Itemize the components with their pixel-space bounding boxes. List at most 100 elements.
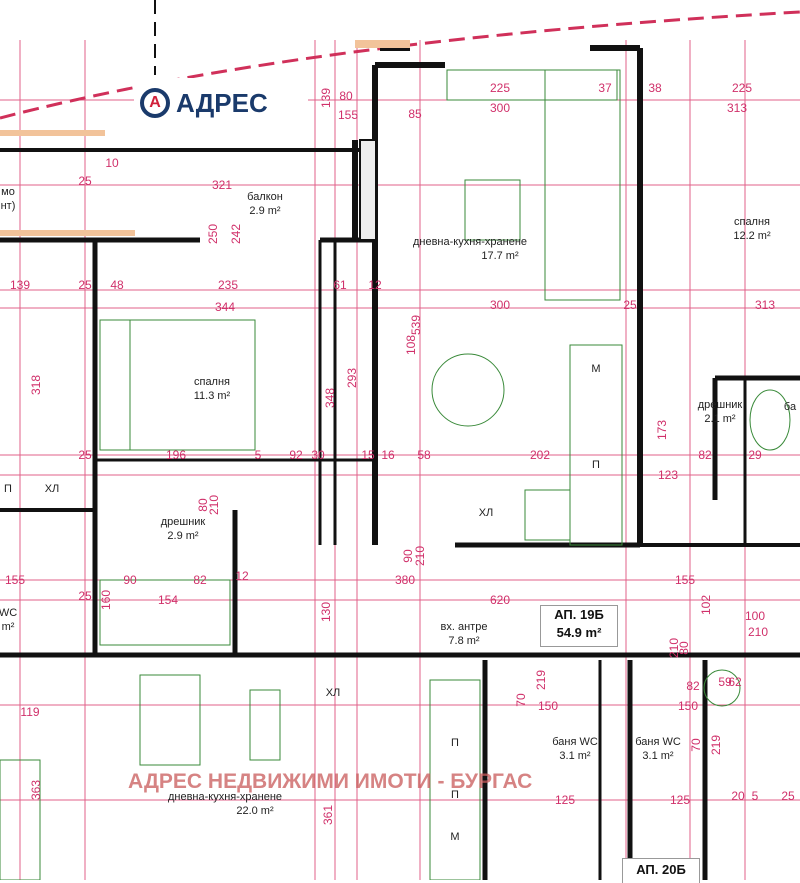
company-logo: A АДРЕС (134, 78, 308, 128)
dimension-label: 92 (289, 448, 303, 462)
dimension-label: 219 (709, 735, 723, 755)
dimension-label: 37 (598, 81, 612, 95)
furniture (446, 69, 618, 101)
fixture-label: П (4, 483, 12, 495)
dimension-label: 539 (409, 315, 423, 335)
dimension-label: 20 (731, 789, 745, 803)
dimension-label: 80 (677, 641, 691, 655)
dimension-label: 225 (490, 81, 510, 95)
dimension-label: 202 (530, 448, 550, 462)
dimension-label: 62 (728, 675, 742, 689)
dimension-label: 12 (368, 278, 382, 292)
dimension-label: 25 (78, 589, 92, 603)
dimension-label: 30 (311, 448, 325, 462)
dimension-label: 108 (404, 335, 418, 355)
dimension-label: 125 (555, 793, 575, 807)
room-area: 2.1 m² (704, 413, 736, 425)
furniture (544, 69, 621, 301)
dimension-label: 80 (196, 498, 210, 512)
dimension-label: 25 (78, 278, 92, 292)
dimension-label: 85 (408, 107, 422, 121)
furniture (99, 319, 256, 451)
dimension-label: 123 (658, 468, 678, 482)
dimension-label: 225 (732, 81, 752, 95)
dimension-label: 210 (748, 625, 768, 639)
apartment-label-20b: АП. 20Б (622, 858, 700, 883)
room-area: 22.0 m² (236, 805, 274, 817)
room-name: WC (0, 607, 17, 619)
dimension-label: 25 (623, 298, 637, 312)
fixture-label: ХЛ (326, 687, 341, 699)
dimension-label: 210 (207, 495, 221, 515)
dimension-label: 300 (490, 101, 510, 115)
dimension-label: 100 (745, 609, 765, 623)
dimension-label: 154 (158, 593, 178, 607)
dimension-label: 125 (670, 793, 690, 807)
fixture-label: М (591, 363, 600, 375)
room-name: спалня (194, 376, 230, 388)
fixture-label: П (451, 737, 459, 749)
fixture-label: П (451, 789, 459, 801)
apartment-label-19b: АП. 19Б 54.9 m² (540, 605, 618, 647)
dimension-label: 219 (534, 670, 548, 690)
dimension-label: 82 (193, 573, 207, 587)
room-area: нт) (1, 200, 16, 212)
room-area: 17.7 m² (481, 250, 519, 262)
room-name: дрешник (161, 516, 206, 528)
dimension-label: 15 (361, 448, 375, 462)
fixture-label: ХЛ (479, 507, 494, 519)
apartment-area: 54.9 m² (556, 625, 602, 640)
dimension-label: 70 (514, 693, 528, 707)
dimension-label: 119 (20, 705, 39, 719)
room-name: ба (784, 401, 797, 413)
room-name: балкон (247, 191, 283, 203)
furniture (99, 579, 231, 646)
room-name: баня WC (552, 736, 598, 748)
fixture-label: М (450, 831, 459, 843)
furniture (429, 679, 481, 880)
furniture (524, 489, 571, 541)
dimension-label: 102 (699, 595, 713, 615)
fixture-label: ХЛ (45, 483, 60, 495)
dimension-label: 16 (381, 448, 395, 462)
dimension-label: 235 (218, 278, 238, 292)
furniture (464, 179, 521, 241)
dimension-label: 293 (345, 368, 359, 388)
dimension-label: 313 (755, 298, 775, 312)
room-name: спалня (734, 216, 770, 228)
room-name: дневна-кухня-хранене (413, 236, 527, 248)
dimension-label: 210 (413, 546, 427, 566)
apartment-name: АП. 19Б (554, 607, 604, 622)
room-name: баня WC (635, 736, 681, 748)
apartment-name: АП. 20Б (636, 862, 686, 877)
dimension-label: 82 (698, 448, 712, 462)
dimension-label: 10 (105, 156, 119, 170)
room-name: дрешник (698, 399, 743, 411)
room-area: 3.1 m² (642, 750, 674, 762)
logo-mark-icon: A (140, 88, 170, 118)
dimension-label: 210 (667, 638, 681, 658)
dimension-label: 363 (29, 780, 43, 800)
insulation (0, 230, 135, 236)
dimension-label: 29 (748, 448, 762, 462)
dimension-label: 5 (752, 789, 759, 803)
room-area: 2.9 m² (249, 205, 281, 217)
dimension-label: 48 (110, 278, 124, 292)
dimension-label: 80 (339, 89, 353, 103)
dimension-label: 38 (648, 81, 662, 95)
furniture (569, 344, 623, 546)
room-area: 2.9 m² (167, 530, 199, 542)
dimension-label: 318 (29, 375, 43, 395)
dimension-label: 321 (212, 178, 232, 192)
dimension-label: 344 (215, 300, 235, 314)
dimension-label: 59 (718, 675, 732, 689)
room-name: мо (1, 186, 15, 198)
dimension-label: 196 (166, 448, 186, 462)
dimension-label: 90 (401, 549, 415, 563)
dimension-label: 61 (333, 278, 347, 292)
furniture (249, 689, 281, 761)
dimension-label: 12 (235, 569, 249, 583)
room-area: 3.1 m² (559, 750, 591, 762)
room-area: 12.2 m² (733, 230, 771, 242)
